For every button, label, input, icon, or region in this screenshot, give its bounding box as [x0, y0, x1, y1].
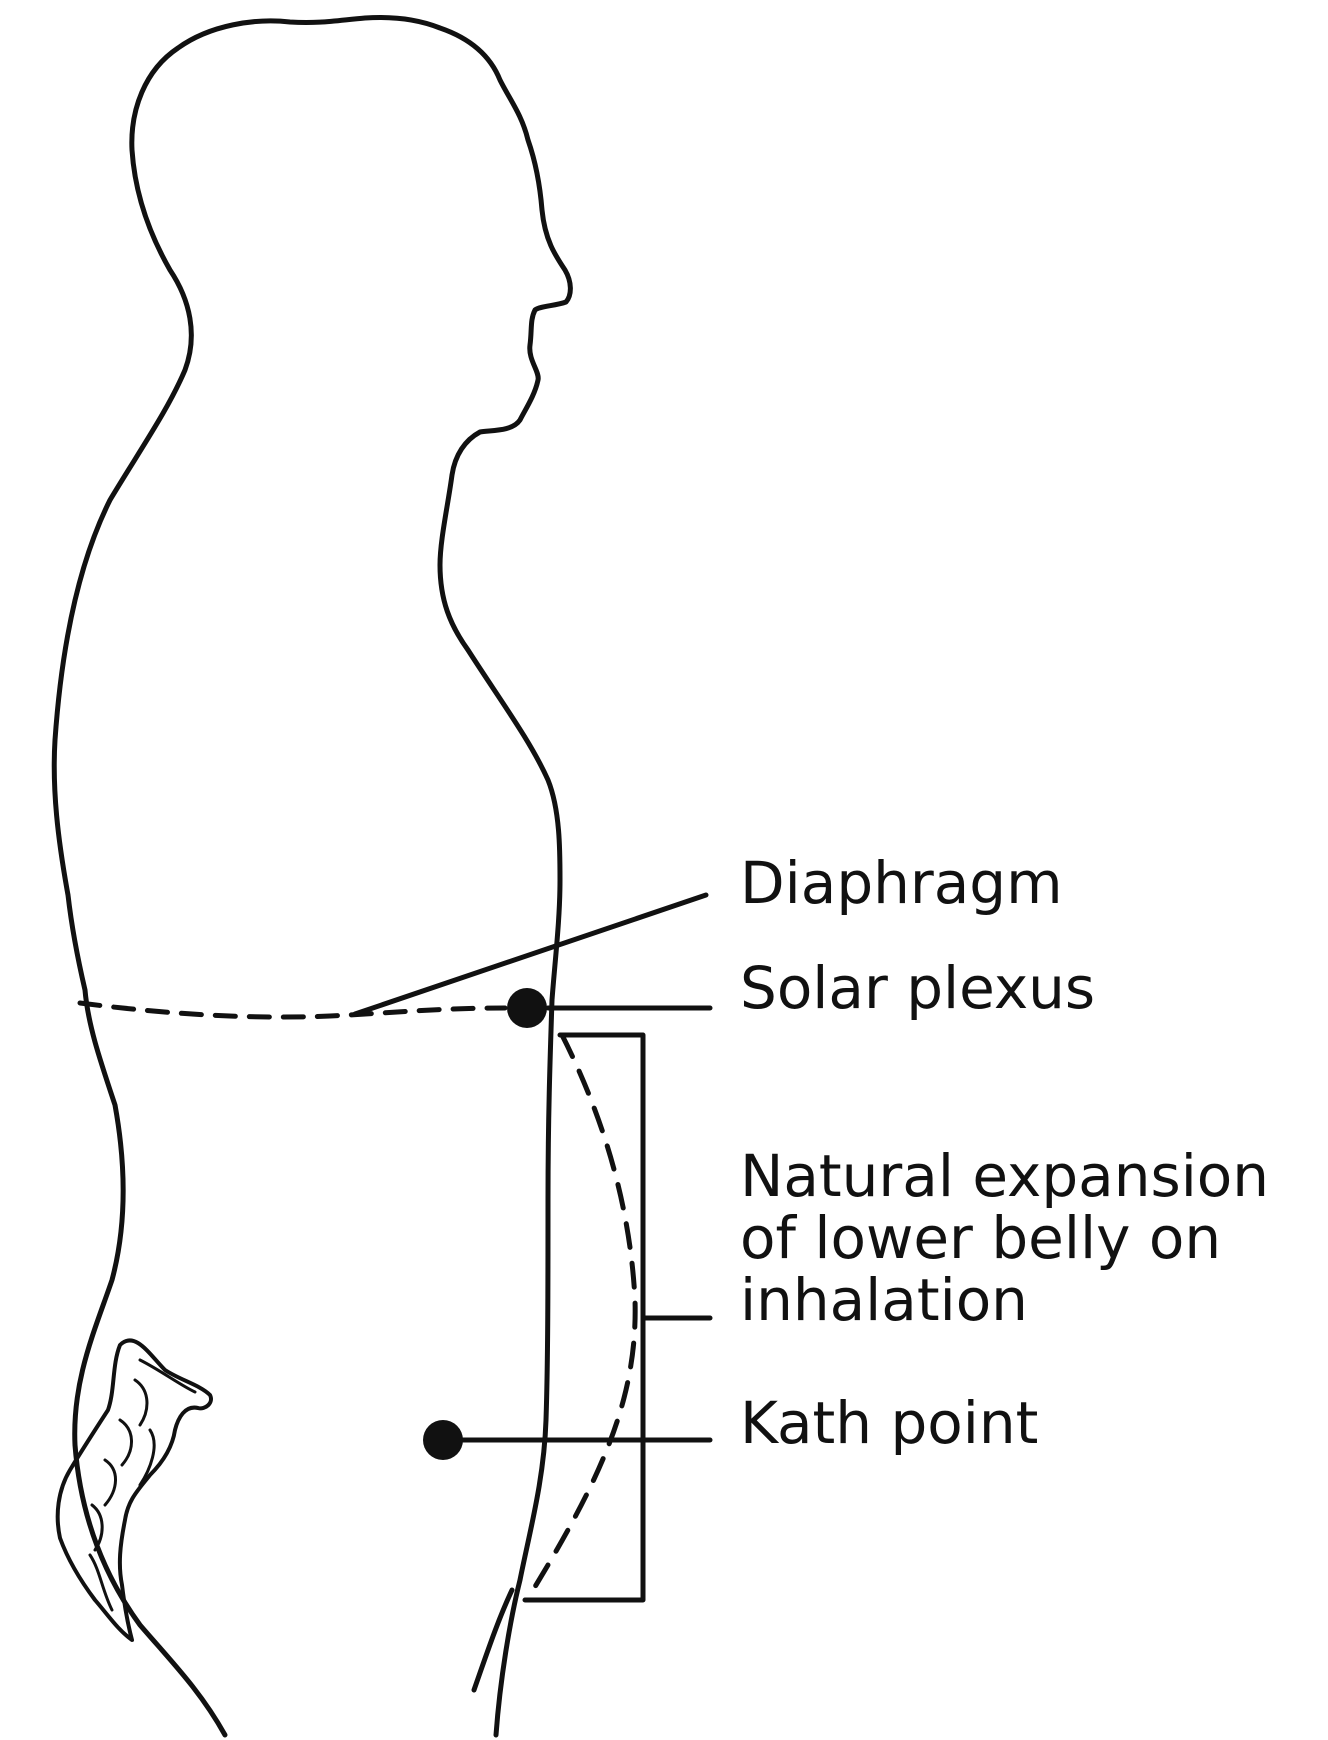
natural-expansion-label: Natural expansion of lower belly on inha…	[740, 1145, 1269, 1331]
kath-point-label: Kath point	[740, 1392, 1038, 1454]
natural-expansion-line3: inhalation	[740, 1269, 1269, 1331]
solar-plexus-label: Solar plexus	[740, 957, 1095, 1019]
expansion-bracket	[525, 1035, 643, 1600]
solar-plexus-dot	[507, 988, 547, 1028]
kath-point-dot	[423, 1420, 463, 1460]
diaphragm-line	[80, 1003, 505, 1017]
body-silhouette-front	[54, 17, 570, 1735]
diaphragm-label: Diaphragm	[740, 852, 1063, 914]
natural-expansion-line1: Natural expansion	[740, 1145, 1269, 1207]
natural-expansion-line2: of lower belly on	[740, 1207, 1269, 1269]
